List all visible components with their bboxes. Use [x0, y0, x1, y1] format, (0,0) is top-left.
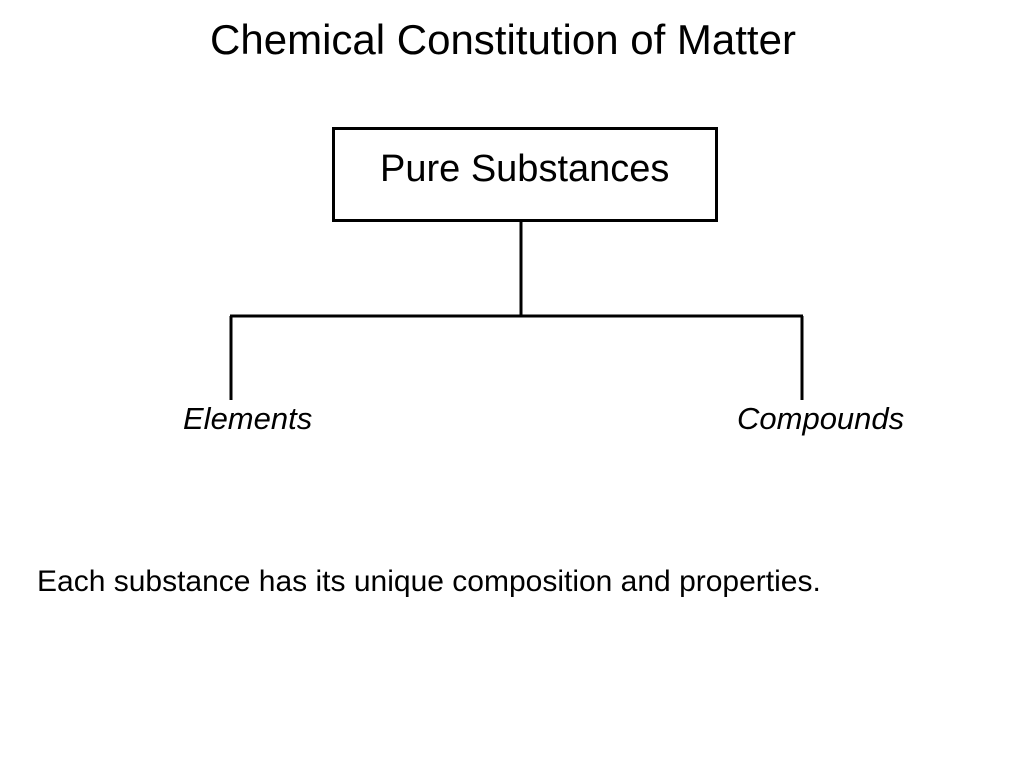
footnote-text: Each substance has its unique compositio… — [37, 565, 821, 598]
pure-substances-label: Pure Substances — [380, 148, 670, 190]
slide-title: Chemical Constitution of Matter — [210, 16, 796, 63]
compounds-node: Compounds — [737, 401, 905, 436]
pure-substances-node: Pure Substances — [332, 127, 718, 222]
elements-node: Elements — [183, 401, 313, 436]
